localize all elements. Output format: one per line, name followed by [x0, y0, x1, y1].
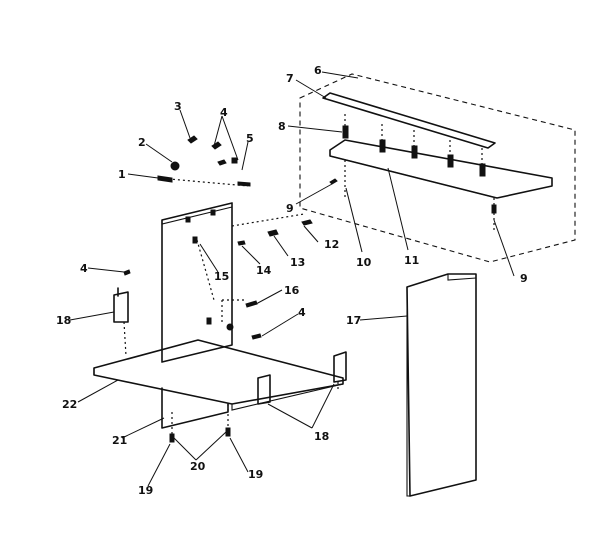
callout-14: 14 [256, 264, 272, 277]
bracket [113, 287, 129, 323]
glide-guides [171, 404, 229, 434]
dowel [447, 154, 454, 168]
side-panel-top [447, 274, 477, 281]
callout-12: 12 [324, 238, 339, 251]
dowel [379, 139, 386, 153]
hinge-clips [187, 135, 238, 166]
shelf-assembly [299, 73, 576, 263]
cam-guide [231, 213, 305, 227]
brackets [113, 287, 347, 405]
callout-11: 11 [404, 254, 419, 267]
callout-16: 16 [284, 284, 300, 297]
upright-panel [161, 202, 233, 363]
callout-4-right: 4 [298, 306, 306, 319]
side-panel-assembly [406, 273, 477, 497]
callout-21: 21 [112, 434, 127, 447]
callout-2: 2 [138, 136, 146, 149]
washer [170, 161, 180, 171]
upright-panel-assembly [157, 135, 313, 363]
callout-9-left: 9 [286, 202, 294, 215]
bracket [257, 374, 271, 405]
hinge-pin [157, 175, 173, 183]
callout-18-left: 18 [56, 314, 71, 327]
panel-cam [226, 323, 234, 331]
base-board-edge [93, 368, 344, 411]
panel-hole [185, 216, 191, 223]
dowel-guides [344, 114, 483, 164]
callout-5: 5 [246, 132, 254, 145]
cam-bolt [301, 219, 313, 226]
callout-19-right: 19 [248, 468, 263, 481]
callout-7: 7 [286, 72, 294, 85]
panel-hole [192, 236, 198, 244]
panel-guides [196, 239, 246, 324]
threaded-rod [237, 181, 251, 187]
callout-1: 1 [118, 168, 126, 181]
shelf-outline-box [299, 73, 576, 263]
lower-panel [161, 387, 229, 429]
glides [169, 427, 231, 443]
callout-22: 22 [62, 398, 77, 411]
callout-15: 15 [214, 270, 229, 283]
callout-6: 6 [314, 64, 322, 77]
callout-20: 20 [190, 460, 206, 473]
shelf-dowels [342, 114, 486, 177]
base-board [93, 339, 344, 405]
shelf-board-edge [329, 155, 498, 199]
dowel-pin [237, 240, 246, 246]
dowel [411, 145, 418, 159]
rod-guide [157, 177, 249, 187]
callout-4-left: 4 [80, 262, 88, 275]
screw [245, 300, 258, 308]
upright-panel-edge [161, 206, 233, 225]
panel-hole [210, 209, 216, 216]
side-panel-edge [406, 287, 410, 497]
callout-19-left: 19 [138, 484, 153, 497]
callout-4-top: 4 [220, 106, 228, 119]
dowel [479, 163, 486, 177]
shelf-board [329, 139, 553, 199]
shelf-rail [322, 92, 496, 149]
screw [329, 178, 338, 185]
bracket-guides [123, 321, 339, 392]
base-assembly [93, 269, 347, 443]
callout-18-right: 18 [314, 430, 329, 443]
callout-labels: 1 2 3 4 5 6 7 8 9 10 11 9 12 13 14 15 16… [56, 64, 528, 497]
bracket [333, 351, 347, 383]
callout-17: 17 [346, 314, 361, 327]
screw-guides [344, 160, 495, 230]
screw [123, 269, 131, 276]
callout-8: 8 [278, 120, 286, 133]
dowel [342, 125, 349, 139]
panel-hole [206, 317, 212, 325]
callout-10: 10 [356, 256, 372, 269]
callout-9-right: 9 [520, 272, 528, 285]
leader-lines [69, 71, 515, 487]
cam-lock [267, 229, 279, 237]
callout-13: 13 [290, 256, 305, 269]
callout-3: 3 [174, 100, 182, 113]
screw [251, 333, 262, 340]
side-panel [406, 273, 477, 497]
